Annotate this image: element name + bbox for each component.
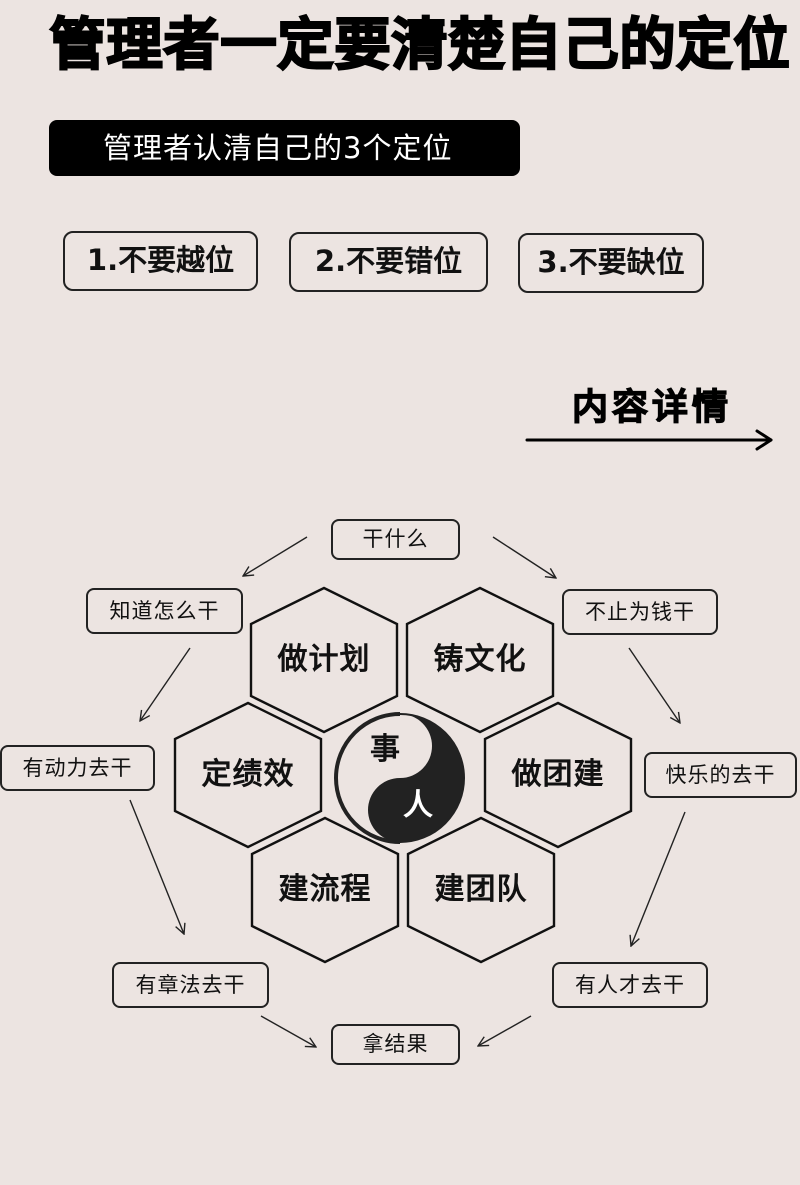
section-banner: 管理者认清自己的3个定位 bbox=[49, 120, 520, 176]
cycle-box-what: 干什么 bbox=[331, 519, 460, 560]
details-heading: 内容详情 bbox=[571, 386, 733, 428]
hexagon-label-team: 建团队 bbox=[434, 872, 528, 907]
cycle-box-not-just-money: 不止为钱干 bbox=[562, 589, 718, 635]
position-pill-2: 2.不要错位 bbox=[289, 232, 488, 292]
arrow-how-to-motivated bbox=[140, 647, 191, 721]
arrow-rules-to-result bbox=[260, 1015, 316, 1047]
yin-yang-label-people: 人 bbox=[403, 788, 433, 823]
hexagon-label-culture: 铸文化 bbox=[433, 642, 527, 677]
cycle-box-talent: 有人才去干 bbox=[552, 962, 708, 1008]
cycle-box-rules: 有章法去干 bbox=[112, 962, 269, 1008]
cycle-box-result: 拿结果 bbox=[331, 1024, 460, 1065]
cycle-box-know-how: 知道怎么干 bbox=[86, 588, 243, 634]
arrow-happy-to-talent bbox=[631, 811, 686, 946]
hexagon-label-plan: 做计划 bbox=[277, 642, 371, 677]
cycle-box-motivated: 有动力去干 bbox=[0, 745, 155, 791]
arrow-money-to-happy bbox=[628, 647, 680, 723]
hexagon-label-team-building: 做团建 bbox=[511, 757, 605, 792]
arrow-what-to-know-how bbox=[243, 536, 308, 576]
position-pill-3: 3.不要缺位 bbox=[518, 233, 704, 293]
arrow-what-to-not-just-money bbox=[492, 536, 556, 578]
cycle-box-happy: 快乐的去干 bbox=[644, 752, 797, 798]
hexagon-label-process: 建流程 bbox=[278, 872, 372, 907]
position-pill-1: 1.不要越位 bbox=[63, 231, 258, 291]
arrow-talent-to-result bbox=[478, 1015, 532, 1046]
arrow-motivated-to-rules bbox=[129, 799, 184, 934]
yin-yang-label-affairs: 事 bbox=[370, 732, 400, 767]
hexagon-label-performance: 定绩效 bbox=[201, 757, 295, 792]
page-title: 管理者一定要清楚自己的定位 bbox=[48, 12, 791, 79]
long-right-arrow-icon bbox=[525, 429, 773, 451]
